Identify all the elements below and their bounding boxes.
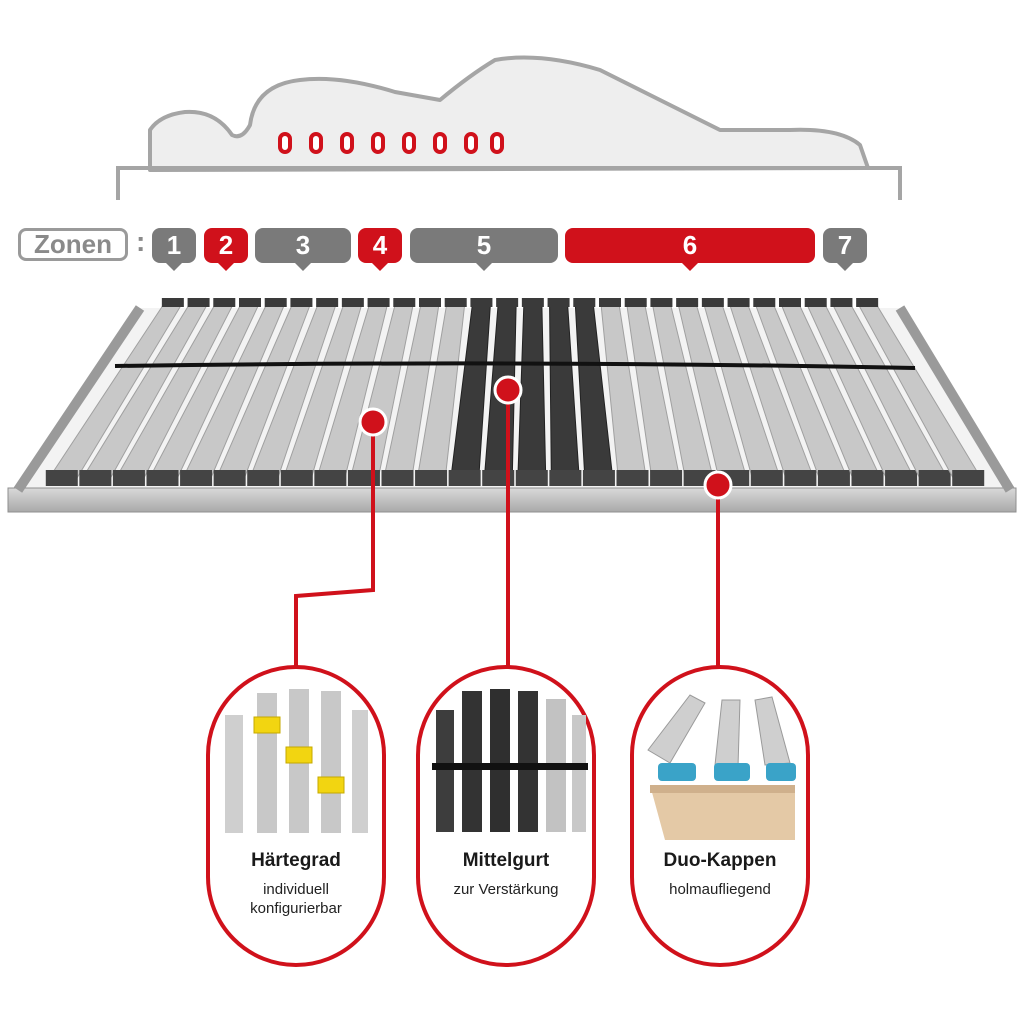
zones-separator: : (136, 226, 146, 257)
zones-label: Zonen (18, 228, 128, 261)
slat-cap (784, 470, 817, 486)
slat-cap (650, 470, 683, 486)
slat-cap (314, 470, 347, 486)
slat-cap (112, 470, 145, 486)
slat-cap (381, 470, 414, 486)
slat-cap (918, 470, 951, 486)
slat-cap (599, 298, 621, 307)
frame-right-rail (895, 305, 1015, 493)
zone-badge-6: 6 (565, 228, 815, 271)
pressure-marker (433, 132, 447, 154)
zone-badge-2: 2 (204, 228, 248, 271)
frame-left-rail (13, 305, 145, 493)
slat-cap (573, 298, 596, 307)
pressure-marker (309, 132, 323, 154)
slat-cap (683, 470, 716, 486)
center-strap-icon (432, 689, 588, 832)
zone-badge-1: 1 (152, 228, 196, 271)
feature-capsules (206, 665, 810, 967)
pressure-marker (402, 132, 416, 154)
frame-front-rail (7, 487, 1017, 513)
feature-title-duo-kappen: Duo-Kappen (663, 850, 777, 871)
feature-subtitle-haertegrad-line2: konfigurierbar (250, 900, 342, 917)
zone-badge-3: 3 (255, 228, 351, 271)
body-silhouette-illustration (116, 55, 902, 200)
slat-cap (616, 470, 649, 486)
slat-cap (239, 298, 261, 307)
slat-cap (247, 470, 280, 486)
slat-cap (650, 298, 673, 307)
slatted-frame-illustration (7, 298, 1017, 513)
slat-cap (187, 298, 210, 307)
slat-cap (549, 470, 582, 486)
feature-title-mittelgurt: Mittelgurt (462, 850, 550, 871)
slat-cap (750, 470, 783, 486)
slat-cap (952, 470, 985, 486)
slat-cap (885, 470, 918, 486)
pressure-marker (340, 132, 354, 154)
pressure-markers (278, 132, 504, 154)
slat-cap (367, 298, 390, 307)
slat-cap (444, 298, 467, 307)
pressure-marker (464, 132, 478, 154)
hardness-slider-icon (225, 689, 368, 833)
slat-cap (547, 298, 570, 307)
feature-title-haertegrad: Härtegrad (251, 850, 341, 871)
slat-cap (521, 298, 544, 307)
slat-cap (393, 298, 416, 307)
slat-cap (582, 470, 615, 486)
feature-subtitle-duo-kappen: holmaufliegend (669, 881, 771, 898)
slat-cap (316, 298, 339, 307)
slat-cap (79, 470, 112, 486)
slat-cap (804, 298, 827, 307)
slat-cap (213, 470, 246, 486)
slat-cap (676, 298, 699, 307)
pressure-marker (278, 132, 292, 154)
slat-cap (717, 470, 750, 486)
slat-cap (624, 298, 647, 307)
slat-cap (146, 470, 179, 486)
feature-subtitle-mittelgurt: zur Verstärkung (453, 881, 559, 898)
slat-cap (180, 470, 213, 486)
slat-cap (347, 470, 380, 486)
slat-cap (213, 298, 236, 307)
zone-badge-4: 4 (358, 228, 402, 271)
slat-cap (515, 470, 548, 486)
slat-cap (419, 298, 441, 307)
slat-cap (45, 470, 78, 486)
slat-cap (161, 298, 184, 307)
slat-cap (701, 298, 724, 307)
slat-cap (290, 298, 313, 307)
slat-cap (341, 298, 364, 307)
center-strap (114, 361, 916, 370)
slat-cap (779, 298, 801, 307)
slat-cap (496, 298, 519, 307)
pressure-marker (371, 132, 385, 154)
slat-cap (830, 298, 853, 307)
slat-cap (856, 298, 879, 307)
slat-cap (470, 298, 493, 307)
slat-cap (280, 470, 313, 486)
slat-cap (415, 470, 448, 486)
feature-subtitle-haertegrad-line1: individuell (263, 881, 329, 898)
duo-cap-icon (647, 694, 796, 840)
zone-badge-5: 5 (410, 228, 558, 271)
slats-group (45, 298, 985, 486)
slat-cap (482, 470, 515, 486)
slat-cap (851, 470, 884, 486)
slat-cap (448, 470, 481, 486)
zone-badge-7: 7 (823, 228, 867, 271)
slat-cap (727, 298, 750, 307)
slat-cap (817, 470, 850, 486)
pressure-marker (490, 132, 504, 154)
slat-cap (264, 298, 287, 307)
slat-cap (753, 298, 776, 307)
